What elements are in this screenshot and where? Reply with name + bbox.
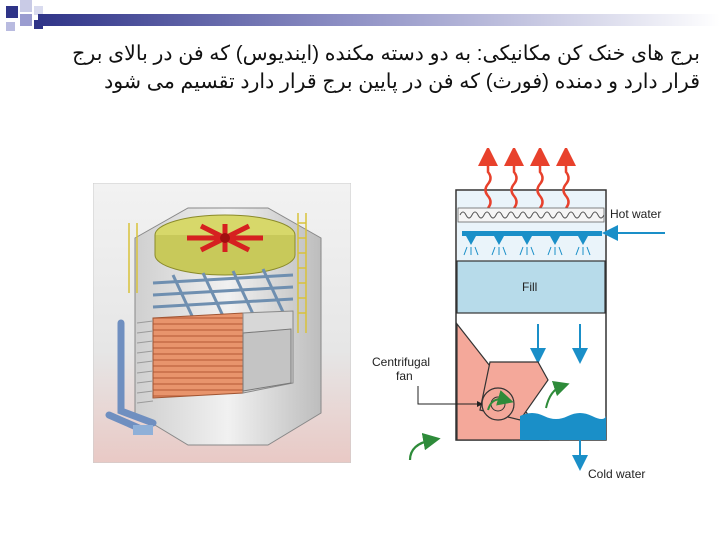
hot-water-label: Hot water bbox=[610, 207, 661, 221]
title-gradient-bar bbox=[38, 14, 720, 26]
fan-leader-line bbox=[417, 386, 483, 407]
air-flow-arrow bbox=[545, 380, 570, 409]
fill-section bbox=[456, 260, 606, 314]
centrifugal-fan-icon bbox=[479, 361, 549, 421]
fill-label: Fill bbox=[522, 280, 537, 294]
falling-water-arrows bbox=[530, 324, 588, 364]
red-fan-icon bbox=[187, 223, 263, 253]
centrifugal-fan-label-line1: Centrifugal bbox=[372, 355, 430, 369]
slide-paragraph: برج های خنک کن مکانیکی: به دو دسته مکنده… bbox=[72, 42, 700, 93]
air-inlet-arrow bbox=[408, 432, 441, 461]
cold-water-label: Cold water bbox=[588, 467, 645, 481]
forced-draft-tower-diagram: Hot water Fill Cold water Centrifugal fa… bbox=[372, 148, 665, 481]
basin-water bbox=[520, 413, 606, 440]
cooling-tower-photo bbox=[93, 183, 351, 463]
hot-air-arrows bbox=[478, 148, 576, 209]
centrifugal-fan-label-line2: fan bbox=[396, 369, 413, 383]
